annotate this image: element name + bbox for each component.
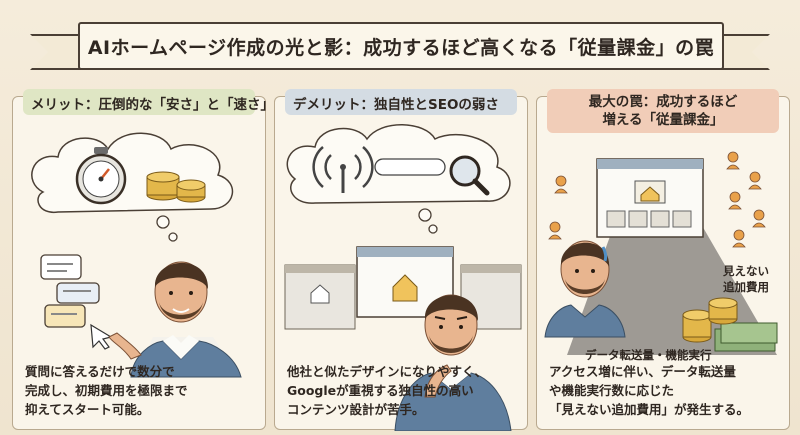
website-windows — [284, 246, 522, 330]
panel-demerit-caption: 他社と似たデザインになりやすく、 Googleが重視する独自性の高い コンテンツ… — [287, 362, 519, 419]
demerit-illustration — [284, 124, 522, 431]
stopwatch-icon — [75, 147, 127, 205]
panel-trap-heading: 最大の罠：成功するほど 増える「従量課金」 — [547, 89, 779, 133]
chat-bubble-icon — [40, 254, 100, 328]
page-title: AIホームページ作成の光と影：成功するほど高くなる「従量課金」の罠 — [87, 36, 715, 59]
caption-line: 抑えてスタート可能。 — [25, 402, 150, 417]
panel-trap-caption: アクセス増に伴い、データ転送量 や機能実行数に応じた 「見えない追加費用」が発生… — [549, 362, 781, 419]
website-window — [596, 158, 704, 238]
heading-line: 増える「従量課金」 — [602, 112, 724, 128]
label-line: 追加費用 — [723, 280, 769, 294]
users-crowd-icon — [548, 151, 766, 248]
merit-illustration — [31, 132, 242, 378]
label-line: 見えない — [723, 264, 769, 278]
panel-demerit: デメリット：独自性とSEOの弱さ — [274, 89, 528, 431]
caption-line: 質問に答えるだけで数分で — [25, 364, 175, 379]
heading-line: 最大の罠：成功するほど — [588, 94, 738, 110]
caption-line: Googleが重視する独自性の高い — [287, 383, 474, 398]
money-pile-icon — [682, 297, 778, 352]
panel-merit-caption: 質問に答えるだけで数分で 完成し、初期費用を極限まで 抑えてスタート可能。 — [25, 362, 257, 419]
magnifier-icon — [449, 155, 490, 196]
caption-line: 完成し、初期費用を極限まで — [25, 383, 188, 398]
data-transfer-label: データ転送量・機能実行 — [585, 348, 712, 362]
hidden-cost-label: 見えない 追加費用 — [723, 263, 769, 295]
caption-line: 「見えない追加費用」が発生する。 — [549, 402, 750, 417]
panel-demerit-heading: デメリット：独自性とSEOの弱さ — [285, 89, 517, 115]
panel-trap: 最大の罠：成功するほど 増える「従量課金」 — [536, 89, 790, 430]
caption-line: コンテンツ設計が苦手。 — [287, 402, 425, 417]
caption-line: アクセス増に伴い、データ転送量 — [549, 364, 736, 379]
man-illustration — [108, 261, 242, 378]
search-bar — [374, 158, 446, 176]
coins-icon — [146, 171, 206, 203]
pointer-icon — [90, 323, 113, 350]
panel-merit-heading: メリット：圧倒的な「安さ」と「速さ」 — [23, 89, 274, 115]
trap-illustration — [544, 151, 778, 355]
caption-line: 他社と似たデザインになりやすく、 — [287, 364, 488, 379]
signal-icon — [312, 146, 374, 193]
panel-merit: メリット：圧倒的な「安さ」と「速さ」 — [12, 89, 274, 430]
man-thinking-illustration — [394, 294, 512, 431]
caption-line: や機能実行数に応じた — [549, 383, 675, 398]
title-ribbon: AIホームページ作成の光と影：成功するほど高くなる「従量課金」の罠 — [78, 22, 724, 70]
worried-man-illustration — [544, 240, 626, 338]
